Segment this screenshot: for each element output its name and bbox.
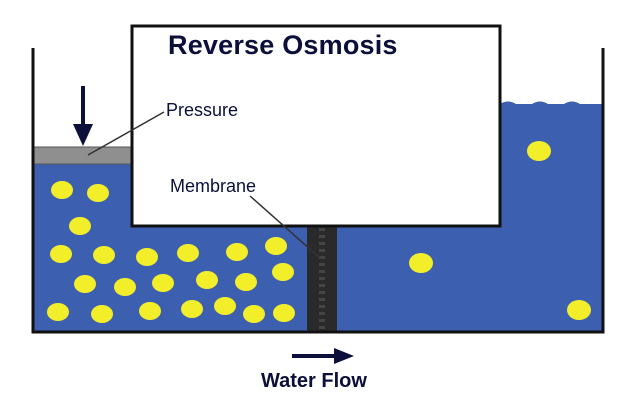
particle [74, 275, 96, 293]
right-chamber-water-column [500, 104, 603, 228]
particle [177, 244, 199, 262]
particle [265, 237, 287, 255]
membrane-leader-line [249, 195, 321, 259]
particle [152, 274, 174, 292]
particle [567, 300, 591, 320]
particle [136, 248, 158, 266]
particle [87, 184, 109, 202]
particle [527, 141, 551, 161]
left-particles [47, 181, 295, 323]
particle [69, 217, 91, 235]
pressure-label: Pressure [166, 100, 239, 120]
particle [47, 303, 69, 321]
right-chamber-water-lower [335, 226, 603, 332]
particle [272, 263, 294, 281]
particle [273, 304, 295, 322]
container-outline [31, 48, 605, 334]
particle [114, 278, 136, 296]
piston [33, 146, 133, 165]
particle [196, 271, 218, 289]
particle [181, 300, 203, 318]
right-water-surface [500, 101, 603, 110]
particle [243, 305, 265, 323]
membrane-label: Membrane [170, 176, 257, 196]
particle [139, 302, 161, 320]
particle [214, 297, 236, 315]
pressure-leader-line [87, 111, 165, 156]
pressure-arrow-head [73, 124, 93, 146]
right-particles [409, 141, 591, 320]
particle [51, 181, 73, 199]
water-flow-arrow-head [334, 348, 354, 364]
diagram-title: Reverse Osmosis [168, 30, 398, 60]
particle [93, 246, 115, 264]
particle [50, 245, 72, 263]
particle [91, 305, 113, 323]
particle [235, 273, 257, 291]
water-flow-label: Water Flow [261, 370, 367, 392]
particle [226, 243, 248, 261]
particle [409, 253, 433, 273]
divider-block [130, 24, 502, 228]
